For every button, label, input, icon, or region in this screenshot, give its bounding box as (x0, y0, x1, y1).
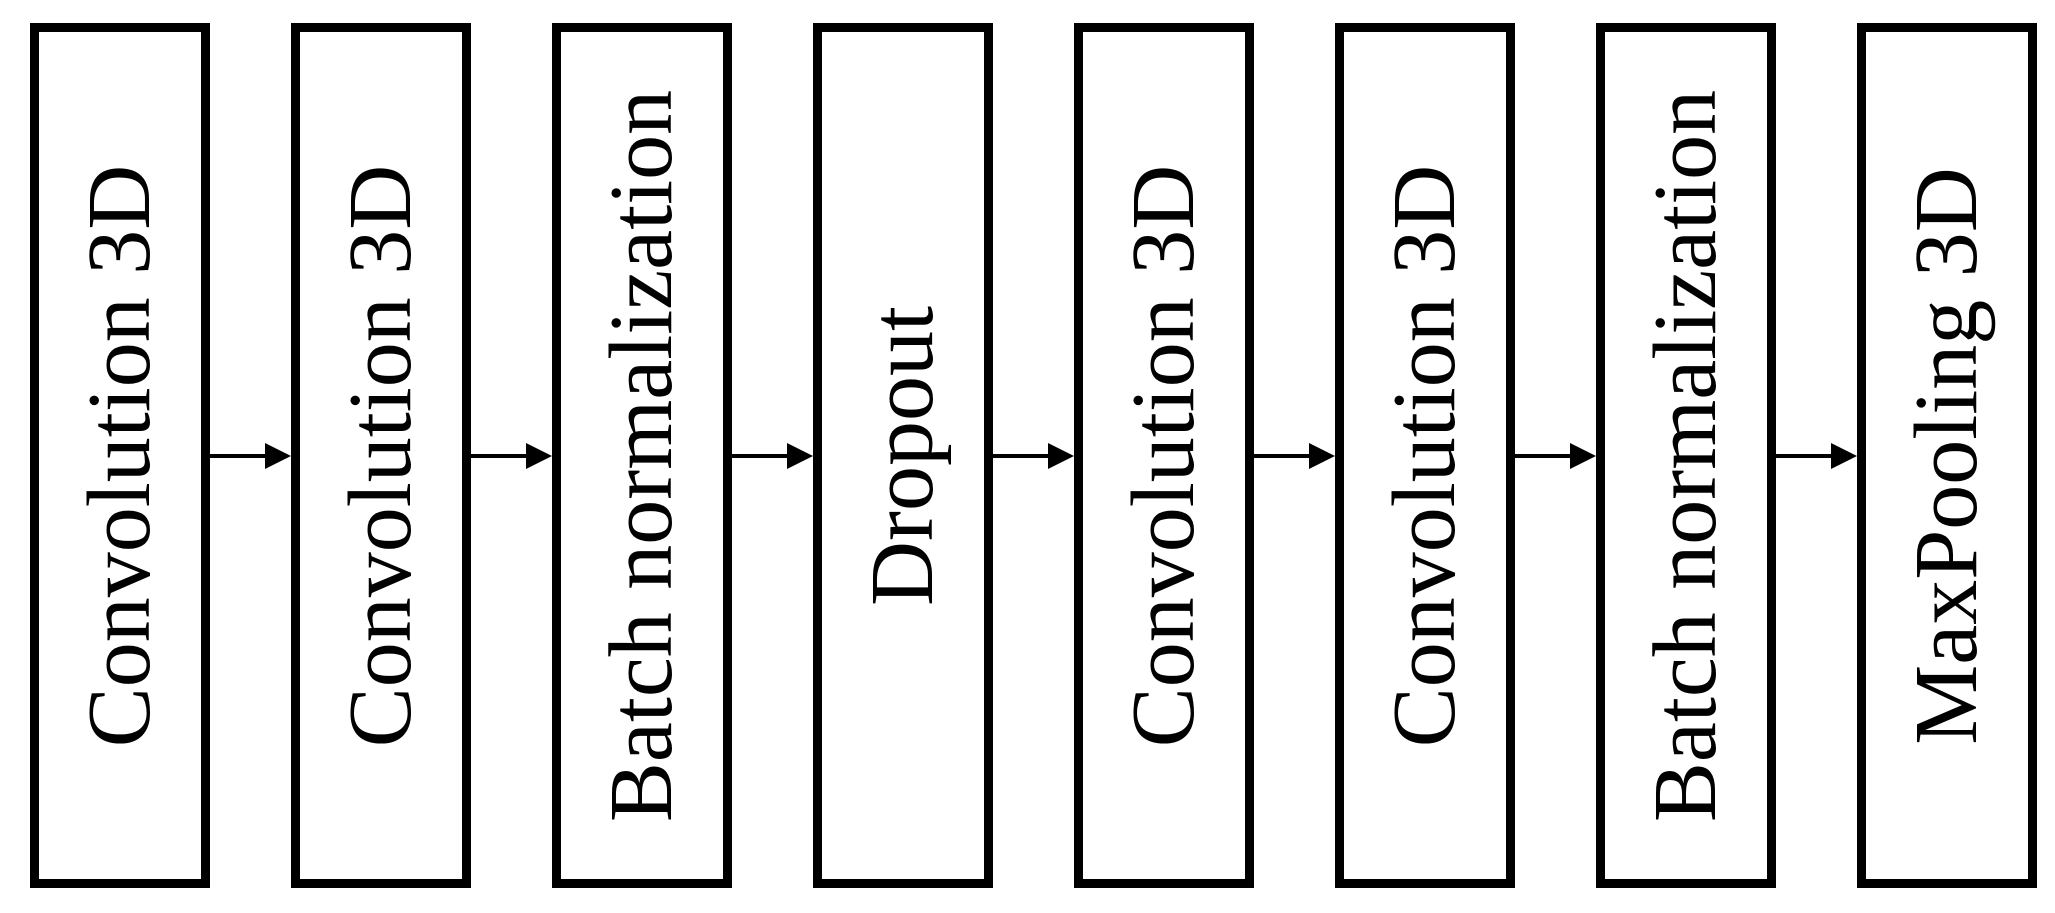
flow-arrow (210, 442, 291, 470)
node-label: MaxPooling 3D (1897, 166, 1996, 745)
arrow-line (471, 453, 532, 458)
arrow-line (1254, 453, 1315, 458)
node-convolution-3d-1: Convolution 3D (30, 23, 210, 888)
arrow-head-icon (1570, 442, 1596, 469)
node-label: Convolution 3D (331, 164, 430, 747)
node-dropout: Dropout (813, 23, 993, 888)
arrow-head-icon (1309, 442, 1335, 469)
arrow-head-icon (1048, 442, 1074, 469)
node-convolution-3d-2: Convolution 3D (291, 23, 471, 888)
arrow-line (210, 453, 271, 458)
arrow-line (993, 453, 1054, 458)
flow-arrow (993, 442, 1074, 470)
flow-arrow (732, 442, 813, 470)
flow-row: Convolution 3D Convolution 3D Batch norm… (30, 23, 2037, 888)
node-label: Convolution 3D (70, 164, 169, 747)
flow-arrow (471, 442, 552, 470)
node-batch-normalization-1: Batch normalization (552, 23, 732, 888)
flow-arrow (1776, 442, 1857, 470)
flow-arrow (1254, 442, 1335, 470)
node-batch-normalization-2: Batch normalization (1596, 23, 1776, 888)
arrow-head-icon (265, 442, 291, 469)
node-label: Convolution 3D (1114, 164, 1213, 747)
node-label: Batch normalization (592, 89, 691, 822)
arrow-head-icon (526, 442, 552, 469)
flow-arrow (1515, 442, 1596, 470)
node-label: Dropout (853, 305, 952, 606)
arrow-head-icon (1831, 442, 1857, 469)
arrow-head-icon (787, 442, 813, 469)
arrow-line (1776, 453, 1837, 458)
arrow-line (1515, 453, 1576, 458)
node-convolution-3d-3: Convolution 3D (1074, 23, 1254, 888)
node-maxpooling-3d: MaxPooling 3D (1857, 23, 2037, 888)
node-label: Batch normalization (1636, 89, 1735, 822)
arrow-line (732, 453, 793, 458)
node-convolution-3d-4: Convolution 3D (1335, 23, 1515, 888)
node-label: Convolution 3D (1375, 164, 1474, 747)
